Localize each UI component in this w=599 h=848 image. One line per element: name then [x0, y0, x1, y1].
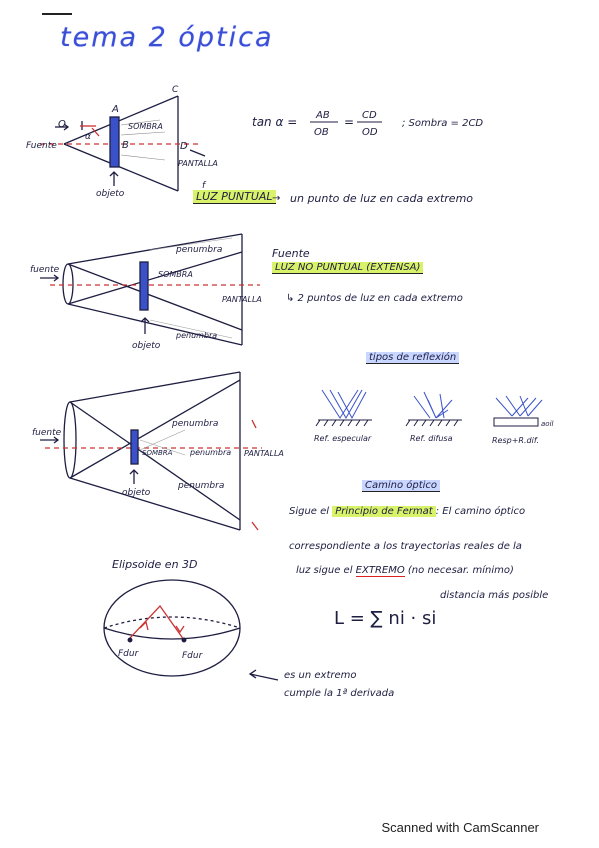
formula-f1-num: AB — [315, 110, 330, 121]
reflection-label-diffuse: Ref. difusa — [410, 434, 453, 443]
label-penumbra-3-mid: penumbra — [189, 448, 231, 457]
luz-puntual-arrow: → — [272, 193, 281, 204]
label-penumbra-3-bottom: penumbra — [177, 481, 224, 491]
formula-lhs: tan α = — [252, 115, 297, 129]
label-pantalla-1: PANTALLA — [178, 159, 218, 168]
reflection-title: tipos de reflexión — [366, 352, 460, 364]
optical-path-formula: L = ∑ ni · si — [334, 608, 437, 629]
ellipsoid-title: Elipsoide en 3D — [112, 558, 198, 571]
ellipsoid-note-2: cumple la 1ª derivada — [284, 688, 395, 699]
extremo-term: EXTREMO — [355, 565, 405, 577]
camino-line-1: Sigue el Principio de Fermat: El camino … — [289, 506, 526, 517]
label-A: A — [111, 104, 119, 115]
reflection-extra-label: aoil — [541, 420, 554, 428]
formula-f1-den: OB — [314, 127, 329, 138]
page-title: tema 2 óptica — [60, 22, 274, 53]
fig3-penumbra-diagram — [40, 371, 262, 531]
fuente-title: Fuente — [272, 247, 310, 260]
label-D: D — [180, 141, 188, 152]
luz-no-puntual-term: LUZ NO PUNTUAL (EXTENSA) — [272, 262, 424, 274]
ellipsoid-diagram — [103, 579, 241, 677]
ellipsoid-arrow — [248, 669, 279, 681]
luz-no-puntual-heading: LUZ NO PUNTUAL (EXTENSA) — [272, 262, 424, 274]
camino-line-3: luz sigue el EXTREMO (no necesar. mínimo… — [296, 565, 514, 577]
label-sombra-3: SOMBRA — [142, 449, 173, 457]
formula-f2-num: CD — [362, 110, 377, 121]
label-penumbra-2-bottom: penumbra — [175, 331, 217, 340]
ellipsoid-focus-2: Fdur — [182, 651, 204, 661]
fig2-extended-source-diagram — [40, 233, 260, 346]
ellipsoid-note-1: es un extremo — [284, 670, 357, 681]
title-overline — [42, 13, 72, 15]
label-pantalla-2: PANTALLA — [222, 295, 262, 304]
fermat-principle: Principio de Fermat — [332, 506, 436, 517]
camino-line-2: correspondiente a los trayectorias reale… — [289, 541, 522, 552]
camino-optico-title: Camino óptico — [362, 480, 441, 492]
label-O: O — [58, 119, 66, 130]
luz-puntual-description: un punto de luz en cada extremo — [290, 192, 474, 205]
scanner-watermark: Scanned with CamScanner — [381, 820, 539, 835]
luz-puntual-heading: LUZ PUNTUAL — [193, 190, 276, 204]
label-fuente-2: fuente — [30, 265, 60, 275]
label-fuente-1: Fuente — [26, 141, 57, 151]
ellipsoid-focus-1: Fdur — [118, 649, 140, 659]
formula-note: ; Sombra = 2CD — [402, 118, 483, 129]
label-penumbra-3-top: penumbra — [171, 419, 218, 429]
f-mark: f — [202, 181, 207, 191]
label-sombra-1: SOMBRA — [128, 122, 163, 131]
label-sombra-2: SOMBRA — [158, 270, 193, 279]
formula-eq: = — [344, 115, 354, 129]
luz-puntual-term: LUZ PUNTUAL — [193, 190, 276, 204]
reflection-label-mixed: Resp+R.dif. — [492, 436, 539, 445]
reflection-diagrams — [315, 389, 543, 427]
label-C: C — [172, 85, 179, 95]
label-fuente-3: fuente — [32, 428, 62, 438]
camino-line-4: distancia más posible — [440, 590, 549, 601]
label-objeto-2: objeto — [132, 341, 161, 351]
formula-f2-den: OD — [362, 127, 378, 138]
reflection-label-specular: Ref. especular — [314, 434, 372, 443]
label-objeto-3: objeto — [122, 488, 151, 498]
luz-no-puntual-description: ↳ 2 puntos de luz en cada extremo — [286, 293, 463, 304]
label-penumbra-2-top: penumbra — [175, 245, 222, 255]
label-pantalla-3: PANTALLA — [244, 449, 284, 458]
label-alpha: α — [85, 132, 91, 142]
label-objeto-1: objeto — [96, 189, 125, 199]
label-B: B — [122, 140, 129, 151]
fig1-point-source-diagram — [40, 95, 206, 192]
